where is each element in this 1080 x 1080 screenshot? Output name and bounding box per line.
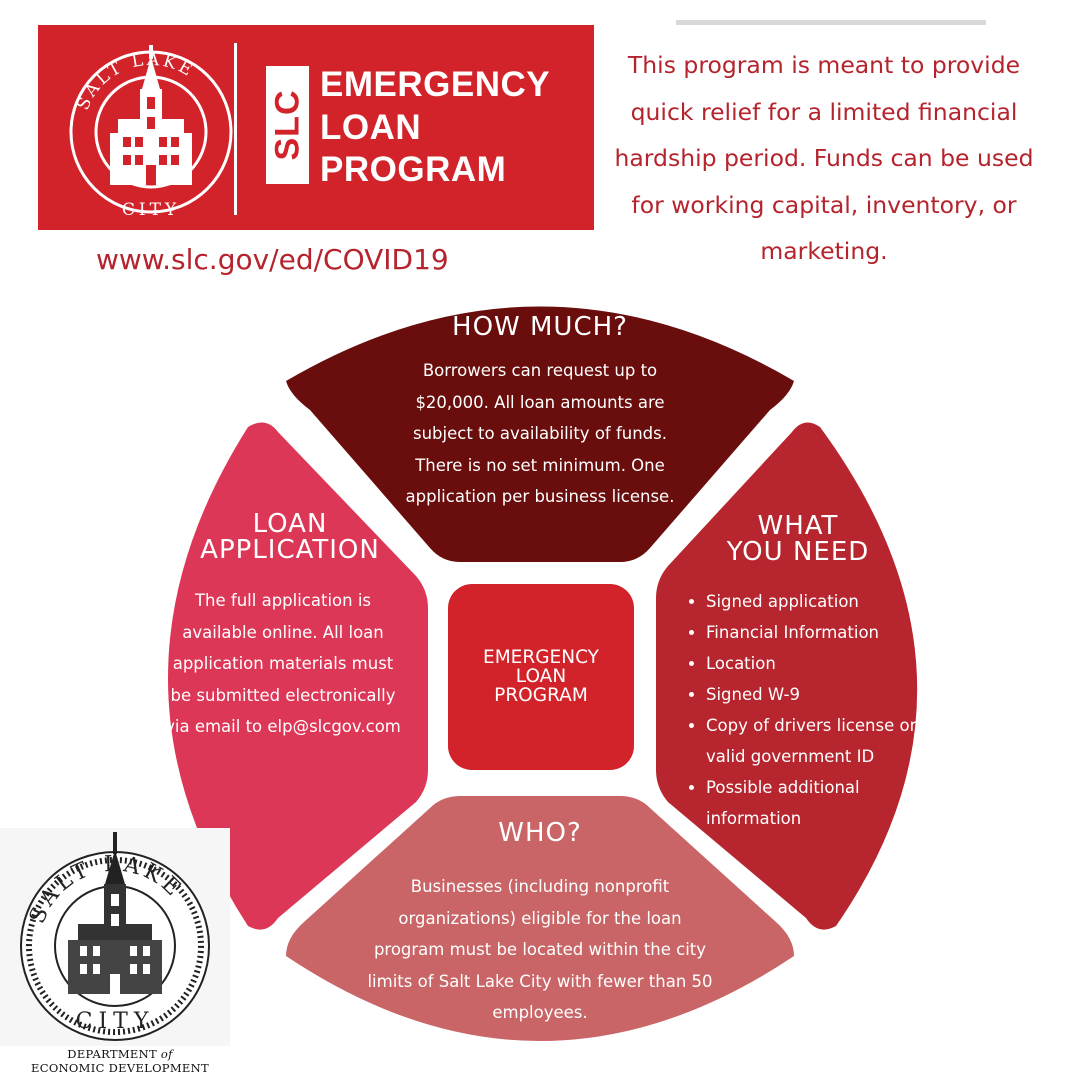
dept-of: of (160, 1047, 173, 1061)
how-much-body: Borrowers can request up to $20,000. All… (405, 361, 675, 506)
slc-badge: SLC (266, 66, 309, 184)
program-banner: SALT LAKE CITY SLC EMERGENCY LOAN PROGRA… (38, 25, 594, 230)
center-label: EMERGENCY LOAN PROGRAM (448, 648, 634, 705)
dept-line-2: ECONOMIC DEVELOPMENT (31, 1061, 209, 1075)
who-body: Businesses (including nonprofit organiza… (367, 877, 713, 1022)
department-seal-logo: SALT LAKE CITY (0, 828, 230, 1046)
center-program-badge: EMERGENCY LOAN PROGRAM (448, 584, 634, 770)
what-you-need-title-line-2: YOU NEED (726, 537, 870, 567)
department-label: DEPARTMENT of ECONOMIC DEVELOPMENT (10, 1047, 230, 1075)
how-much-segment (286, 306, 794, 562)
top-divider-line (676, 20, 986, 25)
loan-application-segment (168, 422, 428, 930)
list-item: Signed W-9 (706, 679, 946, 710)
center-label-line-1: EMERGENCY (483, 647, 599, 668)
loan-application-title-line-2: APPLICATION (200, 535, 380, 565)
svg-text:CITY: CITY (76, 1009, 155, 1034)
banner-title-line-2: LOAN (320, 108, 422, 147)
program-url-link[interactable]: www.slc.gov/ed/COVID19 (96, 243, 449, 276)
svg-text:CITY: CITY (122, 200, 180, 219)
who-title: WHO? (498, 818, 582, 848)
what-you-need-segment (656, 422, 918, 930)
what-you-need-list: Signed application Financial Information… (683, 586, 946, 834)
list-item: Possible additional information (706, 772, 946, 834)
center-label-line-3: PROGRAM (494, 685, 588, 706)
list-item: Location (706, 648, 946, 679)
what-you-need-title-line-1: WHAT (757, 511, 839, 541)
banner-title-line-1: EMERGENCY (320, 65, 551, 104)
dept-line-1: DEPARTMENT (67, 1047, 157, 1061)
loan-application-title: LOAN APPLICATION (160, 511, 420, 563)
banner-divider (234, 43, 237, 215)
list-item: Financial Information (706, 617, 946, 648)
center-label-line-2: LOAN (515, 666, 567, 687)
city-seal-logo: SALT LAKE CITY (69, 45, 233, 219)
who-segment (286, 796, 794, 1041)
list-item: Copy of drivers license or valid governm… (706, 710, 946, 772)
how-much-title: HOW MUCH? (452, 312, 628, 342)
loan-application-body: The full application is available online… (165, 591, 401, 736)
what-you-need-title: WHAT YOU NEED (683, 513, 913, 565)
list-item: Signed application (706, 586, 946, 617)
loan-application-title-line-1: LOAN (252, 509, 328, 539)
intro-text: This program is meant to provide quick r… (614, 51, 1034, 265)
banner-title-line-3: PROGRAM (320, 150, 507, 189)
